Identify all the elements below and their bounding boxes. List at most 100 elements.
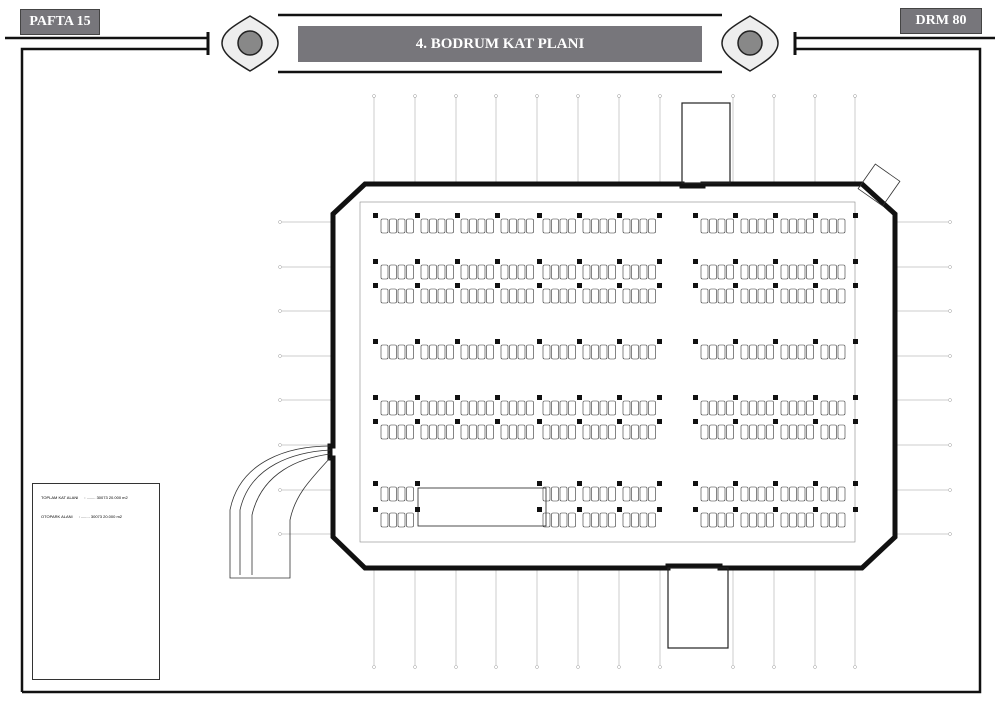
structural-column [657, 339, 662, 344]
parking-stall [389, 424, 397, 440]
parking-stall [780, 424, 789, 440]
parking-stall [648, 344, 656, 360]
structural-column [813, 213, 818, 218]
parking-stall [477, 288, 486, 304]
structural-column [813, 283, 818, 288]
parking-stall [717, 344, 726, 360]
parking-stall [700, 400, 709, 416]
parking-stall [766, 218, 774, 234]
area-legend-box: TOPLAM KAT ALANI : ........ 30073 20.000… [32, 483, 160, 680]
structural-column [373, 395, 378, 400]
structural-column [657, 481, 662, 486]
parking-stall [709, 288, 717, 304]
parking-stall [526, 264, 534, 280]
structural-column [773, 481, 778, 486]
grid-marker [658, 665, 662, 669]
parking-stall [582, 424, 591, 440]
parking-stall [608, 218, 616, 234]
structural-column [537, 395, 542, 400]
parking-stall [789, 512, 797, 528]
parking-stall [406, 424, 414, 440]
grid-marker [454, 665, 458, 669]
parking-stall [622, 424, 631, 440]
structural-column [415, 213, 420, 218]
parking-stall [709, 400, 717, 416]
parking-stall [460, 218, 469, 234]
parking-stall [740, 512, 749, 528]
parking-stall [380, 218, 389, 234]
ramp-structure [857, 163, 901, 207]
parking-stall [389, 400, 397, 416]
parking-stall [700, 288, 709, 304]
parking-stall [837, 424, 846, 440]
parking-stall [709, 424, 717, 440]
parking-stall [766, 288, 774, 304]
parking-stall [749, 264, 757, 280]
grid-marker [372, 665, 376, 669]
parking-stall [726, 344, 734, 360]
structural-column [617, 481, 622, 486]
parking-stall [591, 512, 599, 528]
parking-stall [797, 424, 806, 440]
parking-stall [599, 264, 608, 280]
structural-column [537, 419, 542, 424]
parking-stall [389, 264, 397, 280]
parking-stall [446, 424, 454, 440]
ornament-right [721, 15, 779, 72]
structural-column [733, 339, 738, 344]
parking-stall [806, 288, 814, 304]
grid-marker [278, 443, 282, 447]
parking-stall [622, 512, 631, 528]
parking-stall [509, 264, 517, 280]
structural-column [773, 213, 778, 218]
structural-column [773, 339, 778, 344]
structural-column [495, 419, 500, 424]
parking-stall [726, 400, 734, 416]
structural-column [813, 395, 818, 400]
stair-core-north [681, 102, 731, 184]
parking-stall [789, 218, 797, 234]
parking-stall [726, 486, 734, 502]
parking-stall [829, 264, 837, 280]
grid-marker [576, 94, 580, 98]
parking-stall [559, 218, 568, 234]
parking-stall [599, 400, 608, 416]
structural-column [617, 283, 622, 288]
parking-stall [766, 264, 774, 280]
structural-column [693, 419, 698, 424]
parking-stall [797, 218, 806, 234]
structural-column [617, 507, 622, 512]
structural-column [853, 283, 858, 288]
grid-marker [731, 665, 735, 669]
parking-stall [559, 344, 568, 360]
parking-stall [429, 264, 437, 280]
parking-stall [389, 486, 397, 502]
ornament-left [221, 15, 279, 72]
parking-stall [797, 288, 806, 304]
parking-stall [599, 512, 608, 528]
legend-row-parking-area: OTOPARK ALANI : ........ 30073 20.000 m2 [41, 514, 122, 519]
structural-column [617, 339, 622, 344]
parking-stall [486, 218, 494, 234]
parking-stall [700, 512, 709, 528]
structural-column [733, 259, 738, 264]
parking-stall [820, 344, 829, 360]
structural-column [853, 213, 858, 218]
structural-column [415, 259, 420, 264]
parking-stall [740, 218, 749, 234]
parking-stall [820, 424, 829, 440]
parking-stall [591, 344, 599, 360]
grid-marker [372, 94, 376, 98]
grid-marker [948, 354, 952, 358]
basement-outer-wall [327, 181, 898, 571]
parking-stall [477, 218, 486, 234]
structural-column [853, 339, 858, 344]
parking-stall [509, 218, 517, 234]
structural-column [455, 395, 460, 400]
structural-column [373, 339, 378, 344]
parking-stall [700, 424, 709, 440]
parking-stall [559, 512, 568, 528]
grid-marker [278, 309, 282, 313]
parking-stall [740, 400, 749, 416]
structural-column [657, 259, 662, 264]
